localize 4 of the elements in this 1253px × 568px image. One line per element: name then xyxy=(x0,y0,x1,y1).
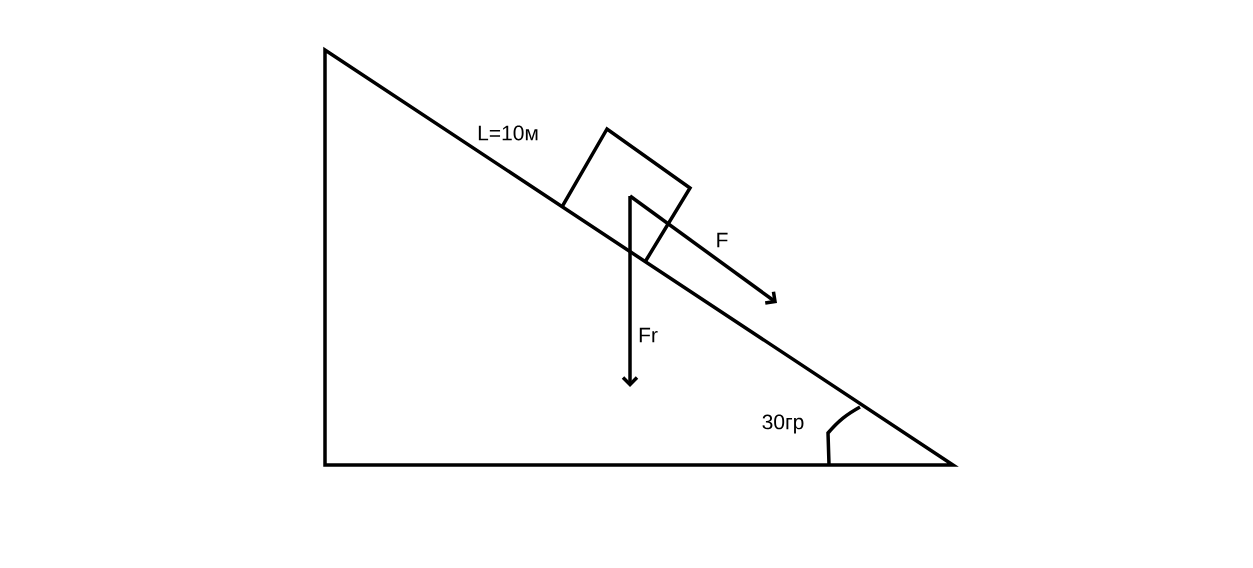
force-label: Fr xyxy=(639,327,658,343)
angle-label: 30гр xyxy=(762,414,804,434)
force-label: F xyxy=(717,232,728,248)
dimension-label: L=10м xyxy=(478,125,538,141)
